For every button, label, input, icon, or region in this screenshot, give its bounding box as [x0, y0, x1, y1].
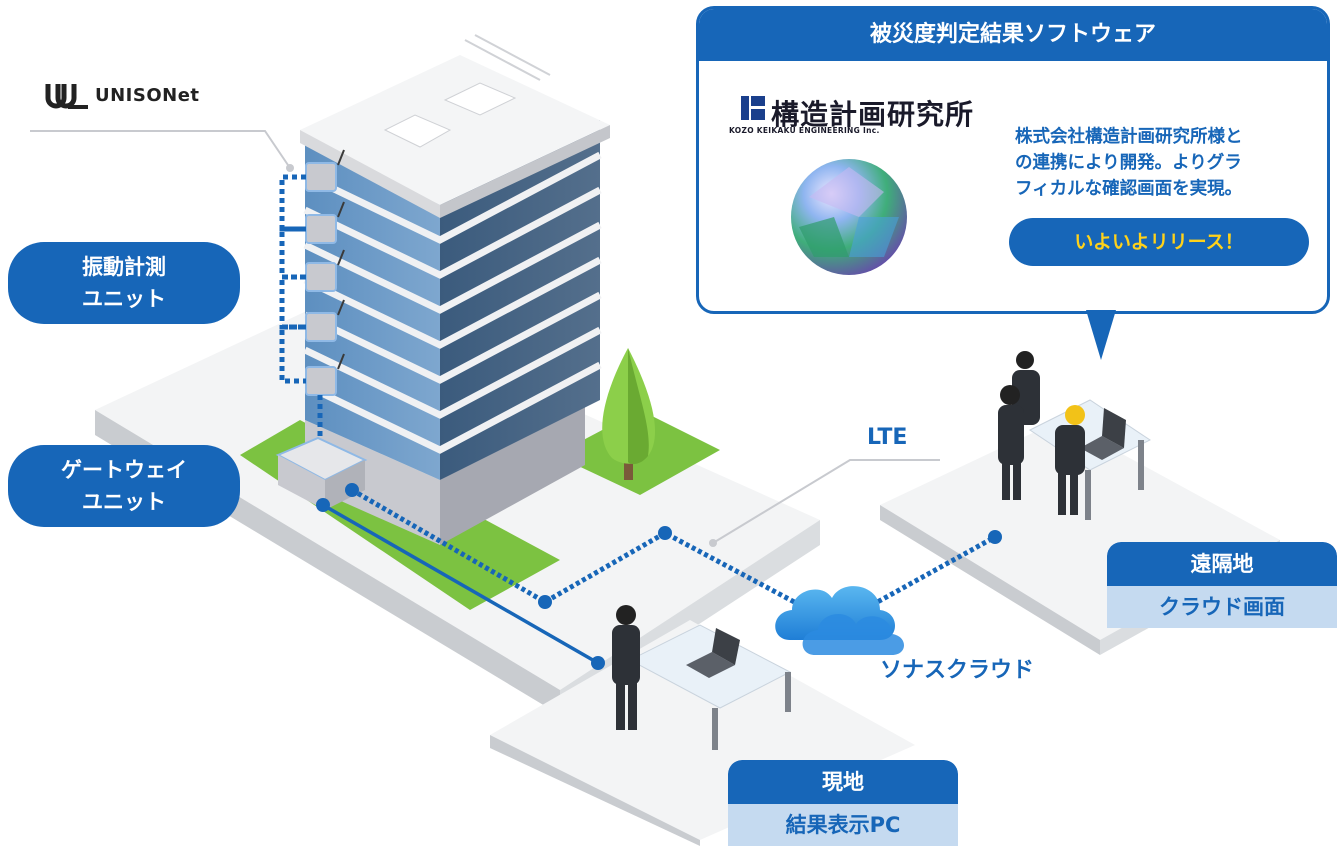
- partner-name: 構造計画研究所: [771, 98, 975, 131]
- vibration-unit-label: 振動計測 ユニット: [8, 242, 240, 324]
- local-desk: [628, 624, 792, 750]
- brand-logo-text: UNISONet: [95, 85, 200, 106]
- software-callout: 被災度判定結果ソフトウェア 構造計画研究所 KOZO KEIKAKU ENGIN…: [696, 6, 1330, 314]
- remote-people: [998, 351, 1085, 515]
- gateway-unit-box: [275, 436, 368, 510]
- local-site-label: 現地 結果表示PC: [728, 760, 958, 846]
- software-title: 被災度判定結果ソフトウェア: [699, 9, 1327, 61]
- software-description: 株式会社構造計画研究所様と の連携により開発。よりグラ フィカルな確認画面を実現…: [1015, 124, 1325, 202]
- globe-icon: [791, 159, 907, 275]
- sensor-antennas: [337, 149, 345, 370]
- vibration-unit-line1: 振動計測: [82, 255, 166, 279]
- wired-link: [322, 503, 599, 665]
- gateway-unit-line2: ユニット: [82, 490, 166, 514]
- callout-pointer: [1086, 310, 1116, 360]
- remote-desk: [1029, 399, 1151, 520]
- tree: [602, 348, 656, 480]
- remote-site-label: 遠隔地 クラウド画面: [1107, 542, 1337, 628]
- sensor-chain-links: [279, 174, 323, 448]
- vibration-unit-line2: ユニット: [82, 287, 166, 311]
- gateway-unit-label: ゲートウェイ ユニット: [8, 445, 240, 527]
- gateway-unit-line1: ゲートウェイ: [61, 458, 187, 482]
- local-person: [612, 605, 640, 730]
- remote-site-title: 遠隔地: [1107, 542, 1337, 586]
- remote-site-subtitle: クラウド画面: [1107, 586, 1337, 628]
- release-badge: いよいよリリース！: [1009, 218, 1309, 266]
- description-line: フィカルな確認画面を実現。: [1015, 179, 1243, 199]
- leader-lines: [30, 130, 940, 544]
- unisonet-logo-icon: [45, 84, 88, 109]
- local-site-title: 現地: [728, 760, 958, 804]
- cloud-label: ソナスクラウド: [880, 658, 1035, 683]
- lte-link-path: [350, 487, 997, 608]
- description-line: 株式会社構造計画研究所様と: [1015, 127, 1243, 147]
- kozo-logo-mark-icon: [741, 96, 765, 120]
- lte-label: LTE: [867, 425, 908, 450]
- cloud-icon: [775, 586, 904, 655]
- vibration-sensors: [305, 162, 337, 396]
- partner-name-en: KOZO KEIKAKU ENGINEERING Inc.: [729, 126, 880, 135]
- building: [300, 34, 610, 545]
- local-site-subtitle: 結果表示PC: [728, 804, 958, 846]
- description-line: の連携により開発。よりグラ: [1015, 153, 1242, 173]
